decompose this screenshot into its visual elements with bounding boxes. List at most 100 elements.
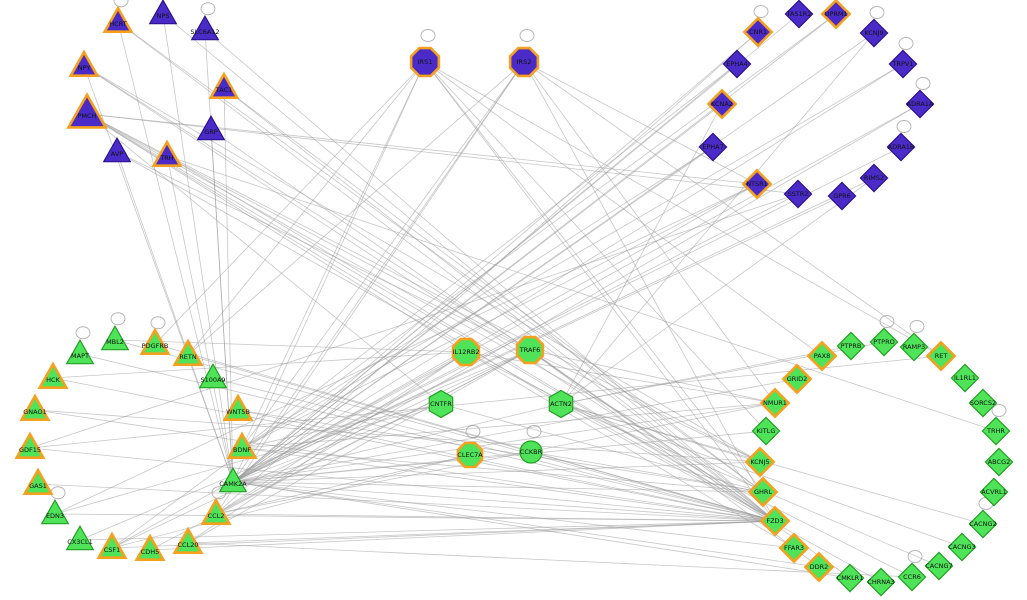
edge-WNT5B-GHRL[interactable] [237,409,764,493]
self-loop-EDN3[interactable] [50,486,66,500]
edge-RIMS2-ACTN2[interactable] [560,177,875,405]
edge-CAMK2A-KCNJ5[interactable] [232,461,761,483]
node-KCNJ5[interactable] [744,446,776,478]
self-loop-SLC6A12[interactable] [200,2,216,16]
edge-TRAF6-FZD3[interactable] [529,349,776,522]
self-loop-PTPRO[interactable] [879,315,895,328]
edge-IRS1-RET[interactable] [424,61,942,357]
edge-IRS2-RETN[interactable] [187,61,525,356]
self-loop-MBL2[interactable] [110,312,126,326]
edge-CCKBR-GHRL[interactable] [530,451,764,493]
node-FFAR3[interactable] [778,532,810,564]
edge-BDNF-NMUR1[interactable] [241,402,776,449]
edge-S100A9-FZD3[interactable] [212,377,776,522]
self-loop-RAMP3[interactable] [909,320,925,333]
edge-NTSR1-EDN3[interactable] [54,183,758,515]
edge-ADRA1B-CAMK2A[interactable] [232,146,902,483]
edge-CCL2-FZD3[interactable] [215,513,776,522]
node-CSF1[interactable] [96,531,128,560]
edge-IL12RB2-HCK[interactable] [52,351,467,379]
edge-CCL20-CCR6[interactable] [187,542,913,578]
edge-IL12RB2-MBL2[interactable] [114,339,467,353]
node-ADRA1B[interactable] [886,132,916,162]
edge-IRS2-RET[interactable] [523,61,942,357]
node-GHRL[interactable] [747,476,779,508]
edge-HCRT-GHRL[interactable] [117,21,764,493]
edge-NPY-CAMK2A[interactable] [83,65,234,483]
edge-IRS1-BDNF[interactable] [241,61,426,449]
edge-TAC1-FZD3[interactable] [223,87,776,522]
node-KITLG[interactable] [751,416,781,446]
node-PMCH[interactable] [66,92,108,129]
node-MBL2[interactable] [100,324,130,351]
edge-CCL20-FZD3[interactable] [187,520,776,544]
node-RAMP3[interactable] [899,332,929,362]
node-IL1RL1[interactable] [950,363,980,393]
edge-SSTR2-GDF15[interactable] [29,193,799,449]
edge-PMCH-CNTFR[interactable] [86,113,442,405]
self-loop-ADRA1B[interactable] [896,120,912,133]
node-GNAO1[interactable] [19,393,51,422]
node-NPY[interactable] [68,49,100,77]
self-loop-CCL2[interactable] [211,486,227,500]
node-GPR6[interactable] [827,181,857,211]
edge-IRS2-NTSR1[interactable] [523,61,758,185]
edge-ACTN2-KCNJ5[interactable] [560,403,761,463]
node-TAC1[interactable] [208,71,240,99]
node-IRS1[interactable] [409,46,441,78]
edge-IL12RB2-CSF1[interactable] [111,351,467,549]
node-CACNG2[interactable] [968,509,998,539]
node-CNR1[interactable] [742,16,774,48]
edge-ACTN2-CACNG7[interactable] [560,403,940,567]
node-NTSR1[interactable] [741,168,773,200]
node-GAS1[interactable] [22,467,54,496]
edge-IRS1-PDGFRB[interactable] [154,61,426,345]
node-HCK[interactable] [37,361,69,390]
edge-IRS1-FZD3[interactable] [424,61,776,522]
self-loop-CNR1[interactable] [753,5,769,18]
edge-TAC1-CAMK2A[interactable] [223,87,234,483]
node-TRPV1[interactable] [888,49,918,79]
edge-SSTR2-CAMK2A[interactable] [232,193,799,483]
edge-TRAF6-NMUR1[interactable] [529,349,776,404]
node-CCL2[interactable] [200,497,232,526]
node-NMUR1[interactable] [759,387,791,419]
edge-TRAF6-CX3CL1[interactable] [79,349,531,541]
node-CACNG7[interactable] [924,551,954,581]
node-GRP[interactable] [196,114,226,141]
edge-TRH-CAMK2A[interactable] [166,155,234,483]
node-CACNG3[interactable] [947,532,977,562]
node-ADRA1A[interactable] [905,89,935,119]
edge-NPY-KCNJ5[interactable] [83,65,761,463]
node-S100A9[interactable] [198,362,228,389]
node-NPS[interactable] [148,0,178,25]
edge-CDH5-FZD3[interactable] [149,520,776,551]
node-CCKBR[interactable] [519,440,543,464]
edge-CAMK2A-FFAR3[interactable] [232,481,795,549]
edge-TAC1-GHRL[interactable] [223,87,764,493]
node-CX3CL1[interactable] [65,524,95,551]
edge-PMCH-NTSR1[interactable] [86,113,758,185]
edge-IRS2-NMUR1[interactable] [523,61,776,404]
node-GRID2[interactable] [781,363,813,395]
edge-WNT5B-FZD3[interactable] [237,409,776,522]
edge-IRS1-CAMK2A[interactable] [232,61,426,483]
edge-TRPV1-BDNF[interactable] [241,63,904,449]
node-RIMS2[interactable] [859,163,889,193]
node-GDF15[interactable] [14,431,46,460]
edge-BDNF-GHRL[interactable] [241,447,764,493]
node-KCNA2[interactable] [706,88,738,120]
node-AVP[interactable] [102,136,132,163]
edge-AVP-CAMK2A[interactable] [116,151,234,483]
edge-RETN-FZD3[interactable] [187,354,776,522]
edge-CNR1-CAMK2A[interactable] [232,31,759,483]
self-loop-CCR6[interactable] [907,550,923,563]
node-PTPRO[interactable] [869,327,899,357]
edge-CAMK2A-GRID2[interactable] [232,378,798,483]
node-IL12RB2[interactable] [451,337,481,367]
node-RETN[interactable] [172,338,204,367]
node-PDGFRB[interactable] [139,327,171,356]
edge-IRS2-BDNF[interactable] [241,61,525,449]
